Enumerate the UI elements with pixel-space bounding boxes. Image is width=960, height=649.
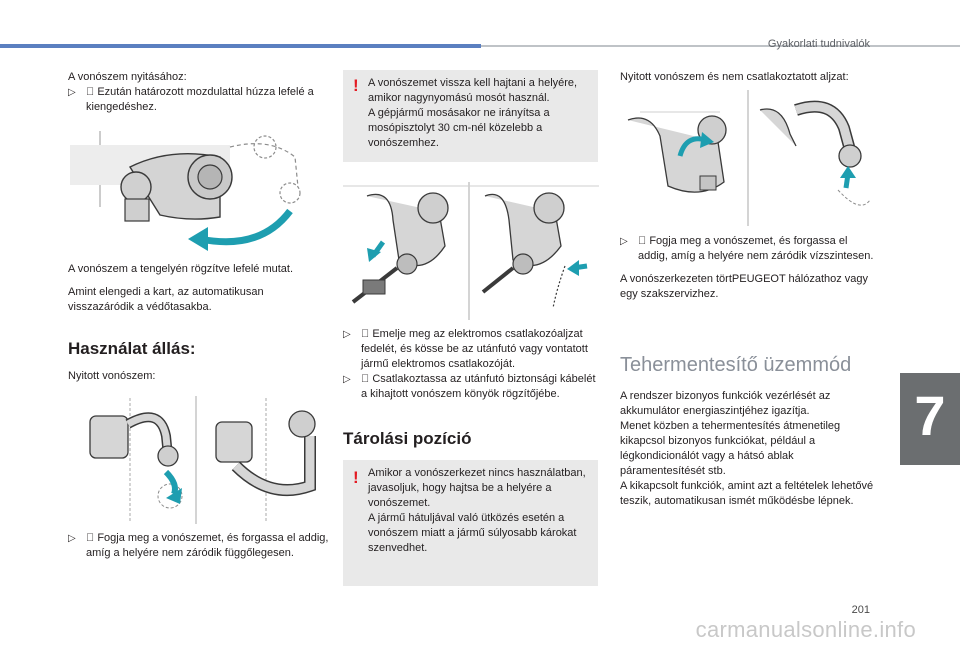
chapter-number: 7: [914, 384, 946, 447]
col1-bullet1: ▷ Ezután határozott mozdulattal húzza le…: [68, 85, 330, 115]
warning-icon: !: [353, 468, 359, 487]
bullet-arrow-icon: ▷: [343, 329, 351, 340]
col3-para1: A vonószerkezeten törtPEUGEOT hálózathoz…: [620, 273, 869, 300]
warning-icon: !: [353, 76, 359, 95]
col1-para-block: A vonószem a tengelyén rögzítve lefelé m…: [68, 262, 330, 315]
chapter-tab[interactable]: 7: [900, 373, 960, 465]
col1-para3-block: Nyitott vonószem:: [68, 369, 330, 384]
watermark: carmanualsonline.info: [695, 617, 916, 642]
col1-bullet2: ▷ Fogja meg a vonószemet, és forgassa el…: [68, 531, 330, 561]
warning-box-2: ! Amikor a vonószerkezet nincs használat…: [343, 460, 598, 586]
bullet-arrow-icon: ▷: [620, 236, 628, 247]
warning-box-1: ! A vonószemet vissza kell hajtani a hel…: [343, 70, 598, 162]
col3-heading: Tehermentesítő üzemmód: [620, 354, 852, 376]
warning1-text: A vonószemet vissza kell hajtani a helyé…: [368, 77, 578, 149]
col1-para1: A vonószem a tengelyén rögzítve lefelé m…: [68, 263, 294, 275]
col1-heading: Használat állás:: [68, 339, 196, 358]
col3-intro-block: Nyitott vonószem és nem csatlakoztatott …: [620, 70, 880, 85]
bullet-arrow-icon: ▷: [68, 533, 76, 544]
header-accent-bar: [0, 44, 481, 48]
col1-intro: A vonószem nyitásához:: [68, 71, 187, 83]
col3-bullet1-text: Fogja meg a vonószemet, és forgassa el a…: [638, 235, 874, 262]
col2-bullets: ▷ Emelje meg az elektromos csatlakozóalj…: [343, 327, 598, 402]
towbar-open-illustration: [89, 396, 316, 524]
page-number: 201: [851, 604, 870, 616]
col1-bullet2-text: Fogja meg a vonószemet, és forgassa el a…: [86, 532, 329, 559]
col1-bullet2-block: ▷ Fogja meg a vonószemet, és forgassa el…: [68, 531, 330, 561]
col1-bullet1-text: Ezután határozott mozdulattal húzza lefe…: [86, 86, 314, 113]
section-title: Gyakorlati tudnivalók: [767, 38, 870, 50]
col1-para3: Nyitott vonószem:: [68, 370, 156, 382]
bullet-arrow-icon: ▷: [343, 374, 351, 385]
col3-para2: A rendszer bizonyos funkciók vezérlését …: [620, 390, 874, 507]
header-rule: [481, 45, 960, 47]
col3-para2-block: A rendszer bizonyos funkciók vezérlését …: [620, 389, 880, 509]
col2-bullet2-text: Csatlakoztassa az utánfutó biztonsági ká…: [361, 373, 596, 400]
col3-intro: Nyitott vonószem és nem csatlakoztatott …: [620, 71, 849, 83]
col1-para2: Amint elengedi a kart, az automatikusan …: [68, 286, 264, 313]
warning2-text: Amikor a vonószerkezet nincs használatba…: [368, 467, 586, 554]
col2-bullet1: ▷ Emelje meg az elektromos csatlakozóalj…: [343, 327, 598, 372]
bullet-arrow-icon: ▷: [68, 87, 76, 98]
col2-bullet2: ▷ Csatlakoztassa az utánfutó biztonsági …: [343, 372, 598, 402]
towbar-socket-illustration: [343, 182, 599, 320]
col2-bullet1-text: Emelje meg az elektromos csatlakozóaljza…: [361, 328, 588, 370]
col1-intro-block: A vonószem nyitásához: ▷ Ezután határozo…: [68, 70, 330, 115]
towbar-release-illustration: [70, 131, 301, 251]
col2-heading: Tárolási pozíció: [343, 429, 472, 448]
towbar-unconnected-illustration: [627, 90, 871, 226]
col3-body: ▷ Fogja meg a vonószemet, és forgassa el…: [620, 234, 880, 302]
col3-bullet1: ▷ Fogja meg a vonószemet, és forgassa el…: [620, 234, 880, 264]
